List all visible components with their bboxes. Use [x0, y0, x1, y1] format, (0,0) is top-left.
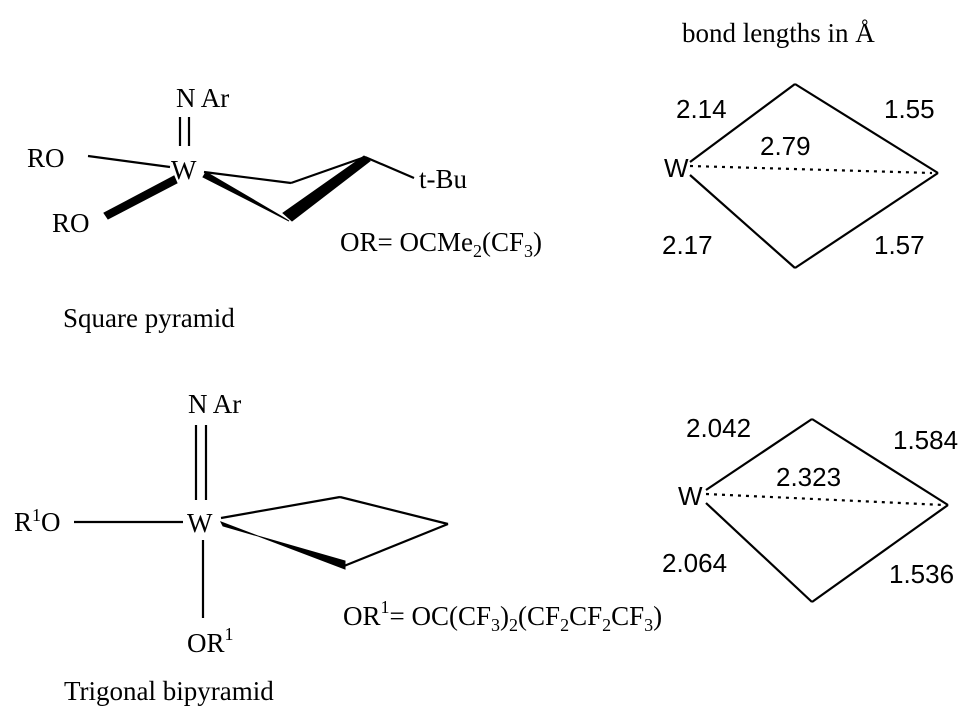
bond-w-c-upper-top — [689, 83, 796, 163]
metal-w-bottom: W — [187, 508, 213, 538]
ring-back-bond-right-bottom — [339, 495, 449, 526]
trigonal-bipyramid-structure: N Ar W R1O OR1 OR1= OC(CF3)2(CF2CF2CF3) … — [14, 389, 662, 706]
bond-w-c-cross-top — [689, 164, 933, 175]
value-1-55: 1.55 — [884, 94, 935, 124]
bond-w-c-upper-bottom — [705, 418, 813, 491]
bond-diagram-metal-bottom: W — [678, 481, 703, 511]
value-2-064: 2.064 — [662, 548, 727, 578]
formula-or1-bottom: OR1= OC(CF3)2(CF2CF2CF3) — [343, 597, 662, 635]
ring-front-bond-right-bottom — [343, 522, 449, 568]
alkoxide-or1-bottom: OR1 — [187, 624, 234, 658]
value-1-57: 1.57 — [874, 230, 925, 260]
bond-w-c-cross-bottom — [705, 492, 945, 507]
value-2-323: 2.323 — [776, 462, 841, 492]
bond-diagram-top: W 2.14 1.55 2.79 2.17 1.57 — [662, 83, 939, 269]
bond-w-c-lower-top — [689, 174, 796, 269]
w-or-bond-top — [87, 154, 171, 169]
alkoxide-r1o-left: R1O — [14, 505, 61, 537]
tbu-label: t-Bu — [419, 164, 468, 194]
ring-back-bond-right — [290, 155, 366, 185]
w-or-wedge-bond — [103, 175, 178, 220]
ring-back-bond-left-bottom — [220, 495, 341, 520]
ring-wedge-left-bottom — [219, 521, 346, 570]
formula-or-top: OR= OCMe2(CF3) — [340, 227, 542, 261]
bond-lengths-label: bond lengths in Å — [682, 18, 875, 48]
value-1-584: 1.584 — [893, 425, 958, 455]
bond-c-c-upper-top — [794, 83, 939, 174]
tbu-bond — [364, 155, 415, 180]
ring-wedge-front-left — [202, 171, 290, 222]
value-1-536: 1.536 — [889, 559, 954, 589]
square-pyramid-structure: N Ar W RO RO t-Bu OR= OCMe2(CF3) Square … — [27, 83, 542, 333]
bond-diagram-metal-top: W — [664, 153, 689, 183]
bond-w-c-lower-bottom — [705, 502, 813, 603]
caption-trigonal-bipyramid: Trigonal bipyramid — [64, 676, 274, 706]
ring-wedge-front-right — [282, 155, 371, 222]
bond-c-c-upper-bottom — [811, 418, 949, 506]
alkoxide-ro-top: RO — [27, 143, 65, 173]
alkoxide-ro-bottom: RO — [52, 208, 90, 238]
bond-c-c-lower-top — [794, 172, 939, 269]
value-2-14: 2.14 — [676, 94, 727, 124]
imido-label-bottom: N Ar — [188, 389, 241, 419]
bond-diagram-bottom: W 2.042 1.584 2.323 2.064 1.536 — [662, 413, 958, 603]
value-2-17: 2.17 — [662, 230, 713, 260]
ring-back-bond-left — [203, 170, 292, 185]
bond-c-c-lower-bottom — [811, 504, 949, 603]
caption-square-pyramid: Square pyramid — [63, 303, 235, 333]
value-2-79: 2.79 — [760, 131, 811, 161]
imido-label-top: N Ar — [176, 83, 229, 113]
value-2-042: 2.042 — [686, 413, 751, 443]
